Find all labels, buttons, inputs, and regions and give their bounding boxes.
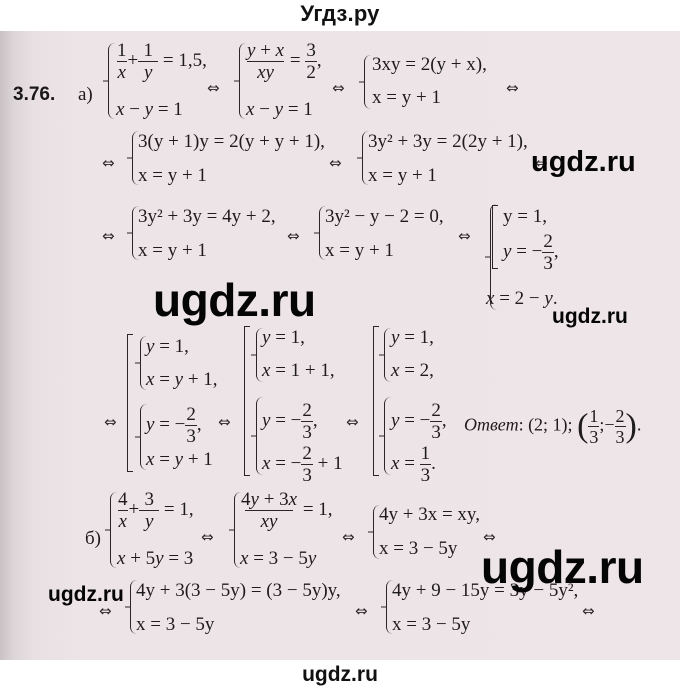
system-brace (384, 328, 391, 382)
system-brace (110, 492, 117, 568)
equation: x = 3 − 5y (392, 614, 471, 635)
equation: 3xy = 2(y + x), (372, 54, 487, 75)
equation: x = 2 − y. (486, 288, 558, 309)
equation: x − y = 1 (246, 99, 313, 120)
site-footer (0, 660, 680, 692)
equivalence-arrow: ⇔ (329, 154, 342, 172)
equivalence-arrow: ⇔ (342, 528, 355, 546)
equivalence-arrow: ⇔ (201, 528, 214, 546)
equation: x = y + 1, (146, 369, 218, 390)
equivalence-arrow: ⇔ (506, 79, 519, 97)
equation: 3y² − y − 2 = 0, (325, 206, 444, 227)
equation: x = 3 − 5y (136, 614, 215, 635)
equation: y = 1, (146, 336, 189, 357)
system-brace (132, 206, 139, 260)
equation: x = 3 − 5y (379, 538, 458, 559)
set-bracket (373, 326, 379, 476)
equivalence-arrow: ⇔ (332, 79, 345, 97)
equation: x = 3 − 5y (240, 548, 317, 569)
system-brace (140, 404, 147, 470)
equivalence-arrow: ⇔ (582, 602, 595, 620)
system-brace (384, 397, 391, 475)
watermark: ugdz.ru (48, 583, 124, 606)
part-a-label: а) (78, 84, 93, 105)
watermark: ugdz.ru (552, 305, 628, 328)
system-brace (490, 204, 497, 310)
equation: 3y² + 3y = 4y + 2, (138, 206, 276, 227)
watermark: ugdz.ru (531, 146, 636, 178)
system-brace (364, 55, 371, 109)
equation: y = 1, (391, 327, 434, 348)
system-brace (362, 131, 369, 185)
equivalence-arrow: ⇔ (535, 154, 548, 172)
watermark: ugdz.ru (481, 541, 644, 593)
equation: x = y + 1 (372, 87, 441, 108)
equivalence-arrow: ⇔ (218, 413, 231, 431)
equation: 4y + 3x xy = 1, (241, 489, 333, 532)
equation: x = y + 1 (146, 449, 213, 470)
site-title[interactable]: Угдз.ру (300, 1, 380, 26)
equivalence-arrow: ⇔ (102, 154, 115, 172)
system-brace (130, 580, 137, 634)
equation: 3y² + 3y = 2(2y + 1), (368, 131, 528, 152)
equivalence-arrow: ⇔ (102, 227, 115, 245)
equation: y = 1, (262, 327, 305, 348)
equivalence-arrow: ⇔ (483, 528, 496, 546)
system-brace (373, 505, 380, 559)
answer-label: Ответ (464, 414, 519, 435)
system-brace (140, 336, 147, 390)
set-bracket (492, 205, 498, 269)
equation: x − y = 1 (116, 99, 183, 120)
system-brace (234, 492, 241, 568)
equation: 3(y + 1)y = 2(y + y + 1), (138, 131, 325, 152)
equivalence-arrow: ⇔ (99, 602, 112, 620)
footer-watermark[interactable]: ugdz.ru (302, 663, 378, 686)
equivalence-arrow: ⇔ (346, 413, 359, 431)
equation: x = y + 1 (325, 240, 394, 261)
watermark: ugdz.ru (153, 274, 316, 326)
equivalence-arrow: ⇔ (355, 602, 368, 620)
equation: 4y + 3x = xy, (379, 504, 480, 525)
equation: x = y + 1 (368, 165, 437, 186)
system-brace (239, 43, 246, 119)
equation: x = y + 1 (138, 165, 207, 186)
equation: y = 1, (503, 206, 547, 227)
equivalence-arrow: ⇔ (287, 227, 300, 245)
set-bracket (244, 326, 250, 476)
system-brace (108, 43, 115, 119)
equivalence-arrow: ⇔ (458, 227, 471, 245)
equivalence-arrow: ⇔ (104, 413, 117, 431)
equation: x + 5y = 3 (117, 548, 194, 569)
system-brace (256, 328, 263, 382)
system-brace (319, 206, 326, 260)
system-brace (256, 397, 263, 475)
equation: 4y + 9 − 15y = 3y − 5y², (392, 580, 579, 601)
problem-number: 3.76. (13, 84, 56, 105)
equation: x = 2, (391, 360, 434, 381)
part-b-label: б) (85, 528, 101, 549)
system-brace (386, 580, 393, 634)
equation: x = 1 + 1, (262, 360, 335, 381)
equation: 4y + 3(3 − 5y) = (3 − 5y)y, (136, 580, 341, 601)
site-header: Угдз.ру (0, 0, 680, 31)
set-bracket (127, 334, 133, 472)
equivalence-arrow: ⇔ (207, 79, 220, 97)
equation: x = y + 1 (138, 240, 207, 261)
system-brace (132, 131, 139, 185)
